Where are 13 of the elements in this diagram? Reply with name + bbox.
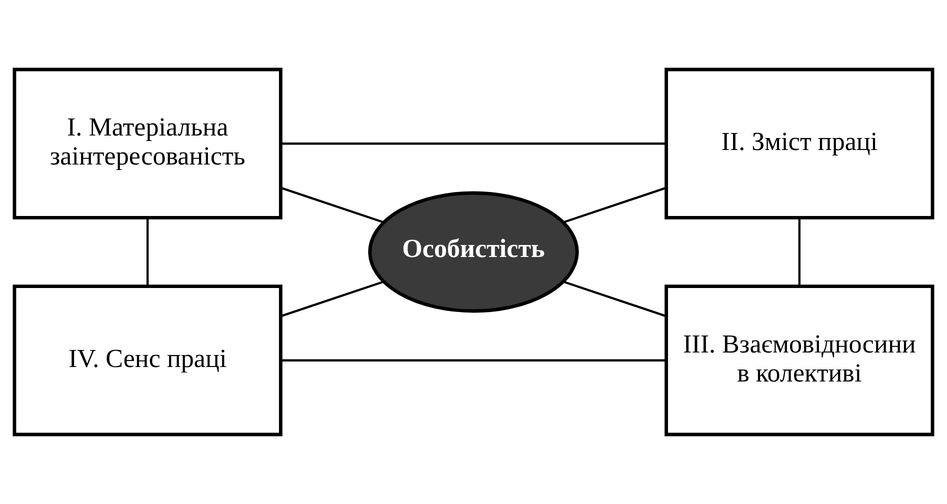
connector [280,280,384,318]
node-box: III. Взаємовідносини в колективі [664,284,934,436]
connector [281,359,666,362]
connector [562,186,667,224]
node-box: IV. Сенс праці [12,284,282,436]
connector [146,218,149,286]
connector [281,142,666,145]
connector [798,218,800,286]
connector [562,280,667,318]
connector [280,186,384,224]
node-box: I. Матеріальна заінтересованість [12,68,282,220]
node-ellipse: Особистість [368,191,579,313]
node-box: II. Зміст праці [664,68,934,220]
